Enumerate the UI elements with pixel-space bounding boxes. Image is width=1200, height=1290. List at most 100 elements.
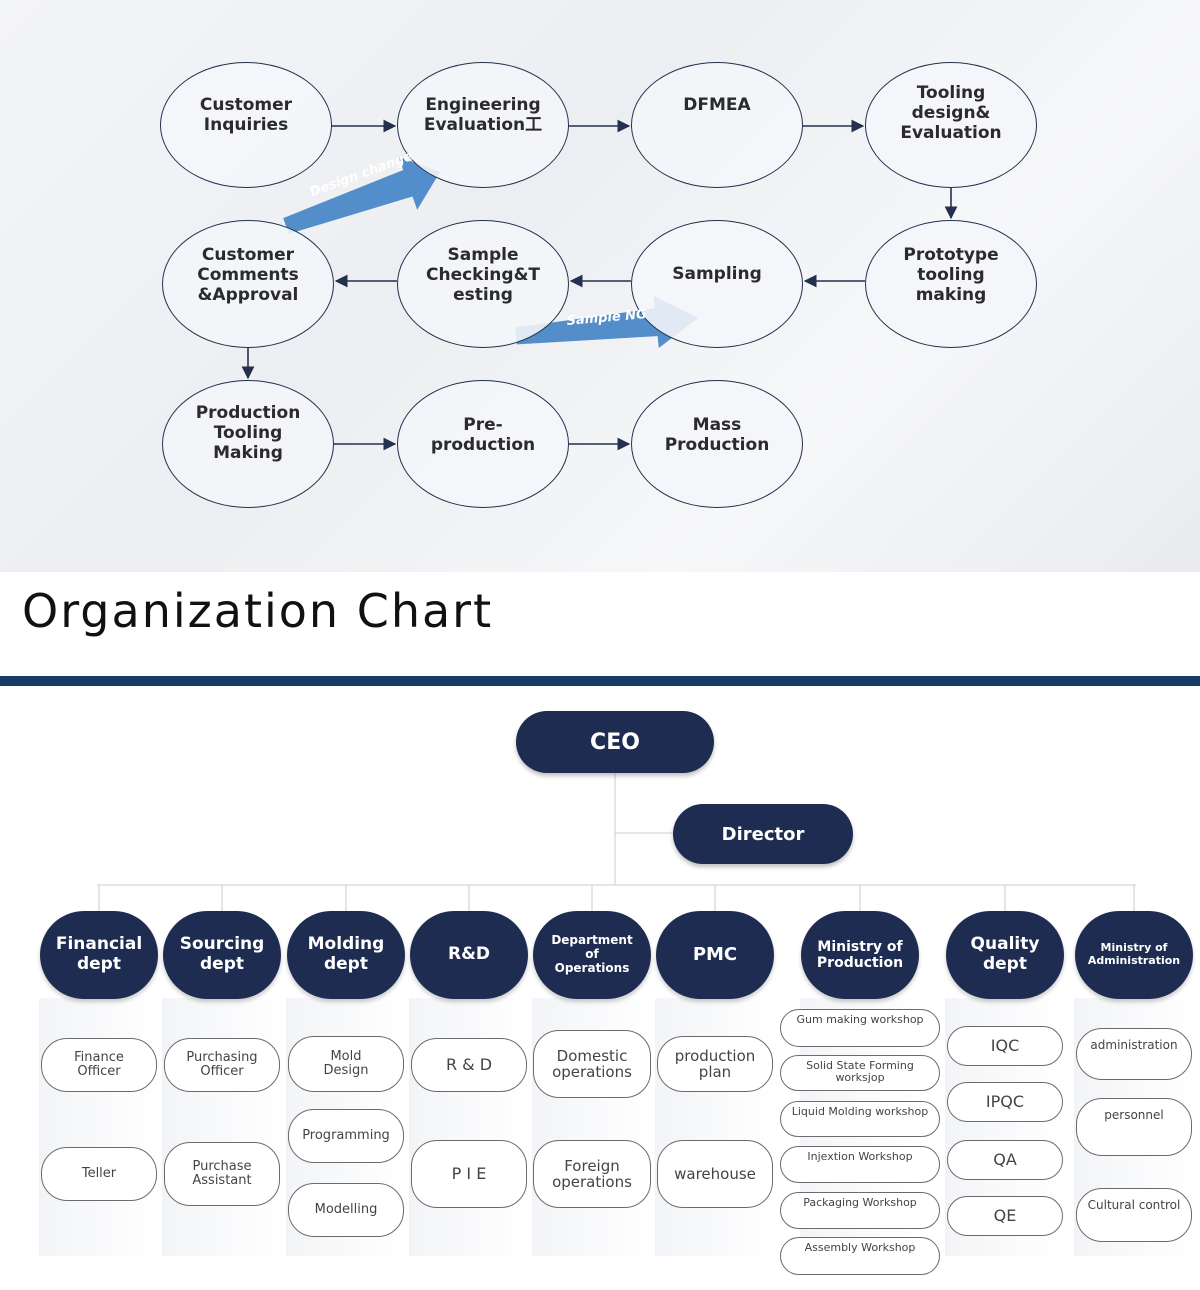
- department-rnd: R&D: [410, 911, 528, 999]
- sub-unit-administration: administration: [1076, 1028, 1192, 1080]
- sub-unit-label: Modelling: [314, 1201, 378, 1217]
- flow-node-dfmea: DFMEA: [631, 62, 803, 188]
- department-quality: Quality dept: [946, 911, 1064, 999]
- flow-node-label: Pre- production: [430, 415, 536, 455]
- flow-node-label: Tooling design& Evaluation: [900, 83, 1002, 143]
- department-molding: Molding dept: [287, 911, 405, 999]
- flow-node-tooling-design: Tooling design& Evaluation: [865, 62, 1037, 188]
- org-chart-connectors: [97, 773, 1136, 911]
- sub-unit-sourcing: Purchase Assistant: [164, 1142, 280, 1206]
- sub-unit-label: administration: [1090, 1038, 1178, 1052]
- department-financial: Financial dept: [40, 911, 158, 999]
- flow-node-customer-inquiries: Customer Inquiries: [160, 62, 332, 188]
- sub-unit-production: Injextion Workshop: [780, 1146, 940, 1183]
- sub-unit-label: warehouse: [674, 1164, 756, 1183]
- department-label: Financial dept: [55, 934, 143, 974]
- sub-unit-label: Finance Officer: [74, 1049, 124, 1079]
- department-sourcing: Sourcing dept: [163, 911, 281, 999]
- sub-unit-label: Gum making workshop: [796, 1013, 924, 1026]
- sub-unit-label: IQC: [990, 1036, 1020, 1056]
- sub-unit-production: Solid State Forming worksjop: [780, 1055, 940, 1091]
- sub-unit-label: Cultural control: [1087, 1198, 1181, 1212]
- title-divider: [0, 676, 1200, 686]
- sub-unit-label: IPQC: [985, 1092, 1025, 1112]
- sub-unit-label: QE: [993, 1206, 1017, 1226]
- sub-unit-label: Teller: [81, 1165, 117, 1181]
- sub-unit-label: Assembly Workshop: [804, 1241, 916, 1254]
- sub-unit-pmc: production plan: [657, 1036, 773, 1092]
- sub-unit-financial: Finance Officer: [41, 1038, 157, 1092]
- sub-unit-label: QA: [993, 1150, 1017, 1170]
- sub-unit-quality: QE: [947, 1196, 1063, 1236]
- flow-node-label: Production Tooling Making: [195, 403, 301, 463]
- sub-unit-label: Packaging Workshop: [803, 1196, 917, 1209]
- sub-unit-pmc: warehouse: [657, 1140, 773, 1208]
- sub-unit-label: Solid State Forming worksjop: [806, 1059, 914, 1085]
- design-change-arrow: [283, 156, 440, 234]
- flow-node-production-tooling: Production Tooling Making: [162, 380, 334, 508]
- flow-node-label: Sample Checking&T esting: [425, 245, 540, 305]
- department-label: Ministry of Production: [816, 938, 904, 971]
- sub-unit-label: Mold Design: [323, 1048, 369, 1078]
- ceo-node: CEO: [516, 711, 714, 773]
- sub-unit-administration: Cultural control: [1076, 1188, 1192, 1242]
- ceo-label: CEO: [590, 729, 640, 755]
- department-administration: Ministry of Administration: [1075, 911, 1193, 999]
- department-label: Quality dept: [970, 934, 1040, 974]
- sub-unit-rnd: P I E: [411, 1140, 527, 1208]
- sub-unit-operations: Domestic operations: [533, 1030, 651, 1098]
- sub-unit-quality: QA: [947, 1140, 1063, 1180]
- process-flowchart: Customer Inquiries Engineering Evaluation…: [0, 0, 1200, 572]
- flow-node-label: Sampling: [672, 264, 762, 284]
- sub-unit-administration: personnel: [1076, 1098, 1192, 1156]
- flow-node-sampling: Sampling: [631, 220, 803, 348]
- sub-unit-label: Purchase Assistant: [192, 1158, 252, 1188]
- department-label: PMC: [692, 943, 738, 965]
- flow-node-label: Mass Production: [664, 415, 770, 455]
- page-title: Organization Chart: [22, 584, 494, 638]
- department-label: Molding dept: [307, 934, 385, 974]
- sub-unit-label: Foreign operations: [552, 1156, 632, 1191]
- sub-unit-label: R & D: [445, 1055, 493, 1075]
- department-column-bg: [39, 998, 159, 1256]
- department-label: Ministry of Administration: [1087, 941, 1181, 967]
- sub-unit-label: P I E: [451, 1164, 487, 1184]
- flow-node-sample-checking: Sample Checking&T esting: [397, 220, 569, 348]
- department-label: Department of Operations: [551, 933, 633, 975]
- department-production: Ministry of Production: [801, 911, 919, 999]
- department-column-bg: [409, 998, 529, 1256]
- sub-unit-molding: Modelling: [288, 1183, 404, 1237]
- department-pmc: PMC: [656, 911, 774, 999]
- flow-node-label: DFMEA: [683, 95, 751, 115]
- flow-node-customer-comments: Customer Comments &Approval: [162, 220, 334, 348]
- sub-unit-production: Liquid Molding workshop: [780, 1101, 940, 1137]
- sub-unit-molding: Programming: [288, 1109, 404, 1163]
- sub-unit-label: Purchasing Officer: [186, 1049, 258, 1079]
- sub-unit-label: Programming: [302, 1127, 390, 1143]
- flow-node-label: Engineering Evaluation工: [423, 95, 543, 135]
- sub-unit-label: Injextion Workshop: [807, 1150, 913, 1163]
- sub-unit-molding: Mold Design: [288, 1036, 404, 1092]
- flow-node-prototype-tooling: Prototype tooling making: [865, 220, 1037, 348]
- sub-unit-financial: Teller: [41, 1147, 157, 1201]
- sub-unit-rnd: R & D: [411, 1038, 527, 1092]
- sub-unit-label: personnel: [1104, 1108, 1164, 1122]
- sub-unit-production: Assembly Workshop: [780, 1237, 940, 1275]
- director-label: Director: [721, 823, 805, 845]
- flow-node-engineering-evaluation: Engineering Evaluation工: [397, 62, 569, 188]
- flow-node-mass-production: Mass Production: [631, 380, 803, 508]
- flow-node-label: Prototype tooling making: [903, 245, 999, 305]
- director-node: Director: [673, 804, 853, 864]
- department-label: Sourcing dept: [179, 934, 265, 974]
- sub-unit-quality: IPQC: [947, 1082, 1063, 1122]
- sub-unit-label: production plan: [674, 1046, 756, 1081]
- sub-unit-production: Packaging Workshop: [780, 1192, 940, 1229]
- flow-node-label: Customer Inquiries: [199, 95, 293, 135]
- department-operations: Department of Operations: [533, 911, 651, 999]
- sub-unit-production: Gum making workshop: [780, 1009, 940, 1047]
- sub-unit-operations: Foreign operations: [533, 1140, 651, 1208]
- sub-unit-label: Liquid Molding workshop: [791, 1105, 929, 1118]
- department-column-bg: [162, 998, 282, 1256]
- sub-unit-quality: IQC: [947, 1026, 1063, 1066]
- flow-node-pre-production: Pre- production: [397, 380, 569, 508]
